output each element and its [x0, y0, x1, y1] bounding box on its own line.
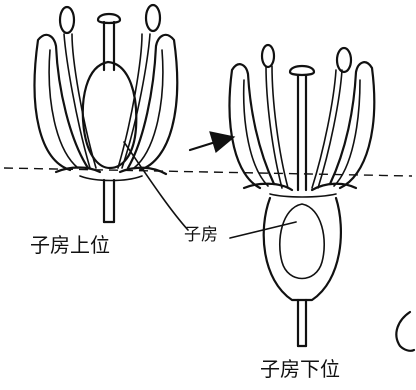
sepal-left — [56, 168, 100, 173]
arrow-head — [210, 132, 234, 152]
transition-arrow — [190, 132, 234, 152]
inferior-ovary-flower — [230, 45, 375, 346]
receptacle-band — [270, 194, 336, 197]
anther-right — [146, 5, 160, 31]
sepal-left — [244, 184, 292, 190]
ovary-pointer-left — [124, 142, 188, 230]
petal-inner-left — [49, 50, 78, 168]
petal-outer-left — [230, 64, 274, 188]
label-ovary: 子房 — [184, 225, 218, 245]
anther-left — [60, 7, 74, 33]
petal-outer-right — [330, 62, 374, 188]
superior-ovary — [83, 62, 136, 168]
stamen-filament-right — [318, 70, 342, 188]
edge-curve-mark — [396, 312, 414, 351]
stamen-filament-left-2 — [272, 66, 288, 188]
inferior-ovary-wall — [264, 198, 341, 300]
label-inferior-ovary: 子房下位 — [260, 357, 340, 381]
stigma — [98, 14, 120, 23]
anther-right — [337, 48, 351, 72]
receptacle-band — [80, 176, 142, 181]
inferior-ovary-chamber — [280, 204, 324, 279]
stigma — [290, 66, 314, 75]
label-superior-ovary: 子房上位 — [30, 233, 110, 257]
anther-left — [262, 45, 274, 67]
